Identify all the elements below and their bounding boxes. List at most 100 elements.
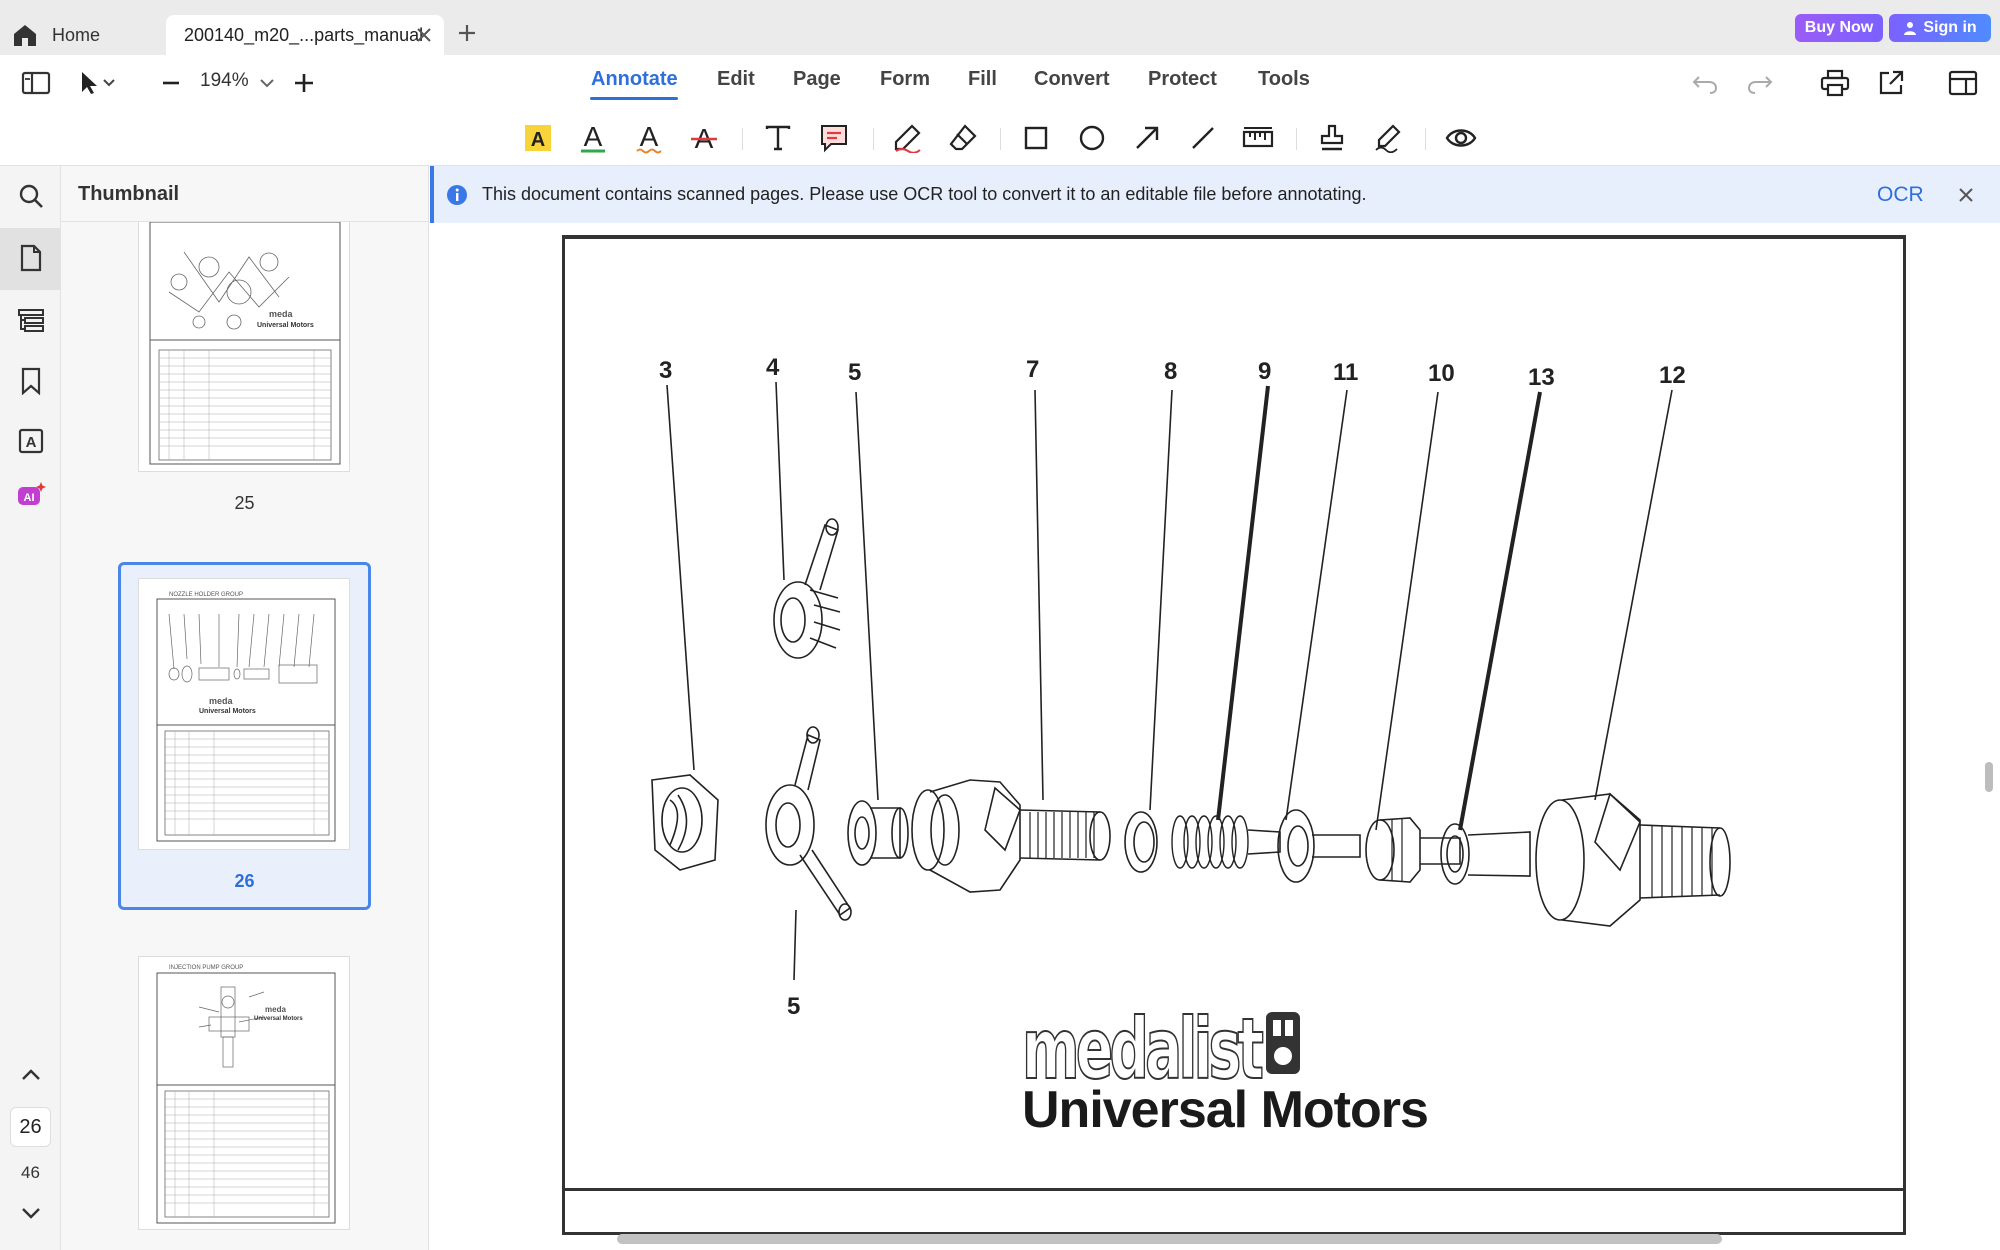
redo-icon[interactable] [1743,66,1777,100]
menu-page[interactable]: Page [793,68,841,90]
print-icon[interactable] [1818,66,1852,100]
share-icon[interactable] [1874,66,1908,100]
current-page-field[interactable]: 26 [10,1107,51,1147]
part-number-label: 3 [659,357,673,384]
menu-edit[interactable]: Edit [717,68,755,90]
medalist-logo: medalist [1022,1006,1302,1086]
thumbnail-label-26: 26 [234,871,255,891]
stamp-icon[interactable] [1314,120,1350,156]
page-table-divider [562,1188,1906,1191]
menu-tools[interactable]: Tools [1258,68,1310,90]
part-number-label: 12 [1659,362,1686,389]
ai-assistant-icon[interactable]: AI [13,477,49,513]
part-number-label: 4 [766,354,780,381]
toolbar-divider [1425,128,1426,150]
thumbnail-page-27-preview: INJECTION PUMP GROUP meda Universal Moto… [156,965,336,1224]
menu-convert[interactable]: Convert [1034,68,1110,90]
svg-text:A: A [584,122,603,152]
svg-text:NOZZLE HOLDER GROUP: NOZZLE HOLDER GROUP [169,592,243,598]
zoom-in-icon[interactable] [287,66,321,100]
comment-icon[interactable] [816,120,852,156]
tab-document[interactable]: 200140_m20_...parts_manual [166,15,444,55]
tab-document-label: 200140_m20_...parts_manual [184,24,424,45]
text-color-icon[interactable]: A [575,120,611,156]
toolbar-divider [873,128,874,150]
brand-name: Universal Motors [1022,1081,1429,1139]
rectangle-icon[interactable] [1018,120,1054,156]
svg-text:Universal Motors: Universal Motors [199,708,256,715]
rail-active-highlight [0,228,61,290]
menu-fill[interactable]: Fill [968,68,997,90]
toolbar-divider [1000,128,1001,150]
part-number-label: 7 [1026,356,1040,383]
close-tab-icon[interactable] [414,25,434,45]
svg-text:Universal Motors: Universal Motors [257,322,314,329]
svg-text:Universal Motors: Universal Motors [254,1016,303,1022]
outline-icon[interactable] [13,302,49,338]
main-toolbar [0,55,2000,112]
vertical-scrollbar[interactable] [1985,762,1993,792]
svg-text:meda: meda [265,1005,286,1014]
sidebar-toggle-icon[interactable] [19,66,53,100]
zoom-dropdown-chevron-icon[interactable] [250,66,284,100]
svg-text:AI: AI [24,492,35,504]
home-icon [12,23,38,47]
text-box-icon[interactable] [760,120,796,156]
arrow-icon[interactable] [1129,120,1165,156]
zoom-out-icon[interactable] [154,66,188,100]
svg-text:medalist: medalist [1022,1006,1263,1086]
new-tab-icon[interactable] [456,22,478,44]
pen-icon[interactable] [889,120,925,156]
search-icon[interactable] [13,178,49,214]
svg-text:INJECTION PUMP GROUP: INJECTION PUMP GROUP [169,965,243,971]
part-number-label: 10 [1428,360,1455,387]
part-number-label: 8 [1164,358,1178,385]
buy-now-button[interactable]: Buy Now [1795,14,1883,42]
squiggly-icon[interactable]: A [631,120,667,156]
thumbnail-page-27[interactable]: INJECTION PUMP GROUP meda Universal Moto… [138,956,350,1230]
horizontal-scrollbar[interactable] [617,1234,1722,1244]
active-menu-indicator [590,97,678,100]
line-icon[interactable] [1185,120,1221,156]
pages-icon[interactable] [13,240,49,276]
sign-in-label: Sign in [1923,19,1977,36]
svg-text:A: A [26,434,37,451]
close-banner-icon[interactable] [1955,184,1977,206]
part-number-label: 9 [1258,358,1272,385]
layout-icon[interactable] [1946,66,1980,100]
thumbnail-page-25[interactable]: meda Universal Motors [138,222,350,472]
highlight-icon[interactable]: A [520,120,556,156]
toolbar-divider [742,128,743,150]
tab-home-label: Home [52,24,101,45]
ellipse-icon[interactable] [1074,120,1110,156]
sign-in-button[interactable]: Sign in [1889,14,1991,42]
cursor-icon [76,70,116,96]
strikethrough-icon[interactable]: A [686,120,722,156]
scanned-page-frame [562,235,1906,1235]
page-up-chevron-icon[interactable] [13,1057,49,1093]
bookmark-icon[interactable] [13,363,49,399]
user-icon [1903,21,1917,35]
menu-annotate[interactable]: Annotate [591,68,678,90]
undo-icon[interactable] [1688,66,1722,100]
banner-message: This document contains scanned pages. Pl… [482,184,1367,204]
form-field-icon[interactable]: A [13,423,49,459]
menu-form[interactable]: Form [880,68,930,90]
select-tool-dropdown[interactable] [70,66,122,100]
part-number-label: 11 [1333,359,1359,386]
total-pages: 46 [21,1163,40,1182]
left-rail [0,166,61,1250]
thumbnail-page-25-preview: meda Universal Motors [149,222,341,465]
ocr-link[interactable]: OCR [1877,183,1924,206]
tab-home[interactable]: Home [0,15,160,55]
measure-icon[interactable] [1240,120,1276,156]
menu-protect[interactable]: Protect [1148,68,1217,90]
thumbnail-page-26-preview: NOZZLE HOLDER GROUP meda Universal Motor… [156,592,336,842]
eraser-icon[interactable] [945,120,981,156]
info-icon [446,184,468,206]
thumbnail-page-26[interactable]: NOZZLE HOLDER GROUP meda Universal Motor… [138,578,350,850]
zoom-level[interactable]: 194% [200,70,249,91]
eye-icon[interactable] [1443,120,1479,156]
page-down-chevron-icon[interactable] [13,1195,49,1231]
signature-icon[interactable] [1370,120,1406,156]
